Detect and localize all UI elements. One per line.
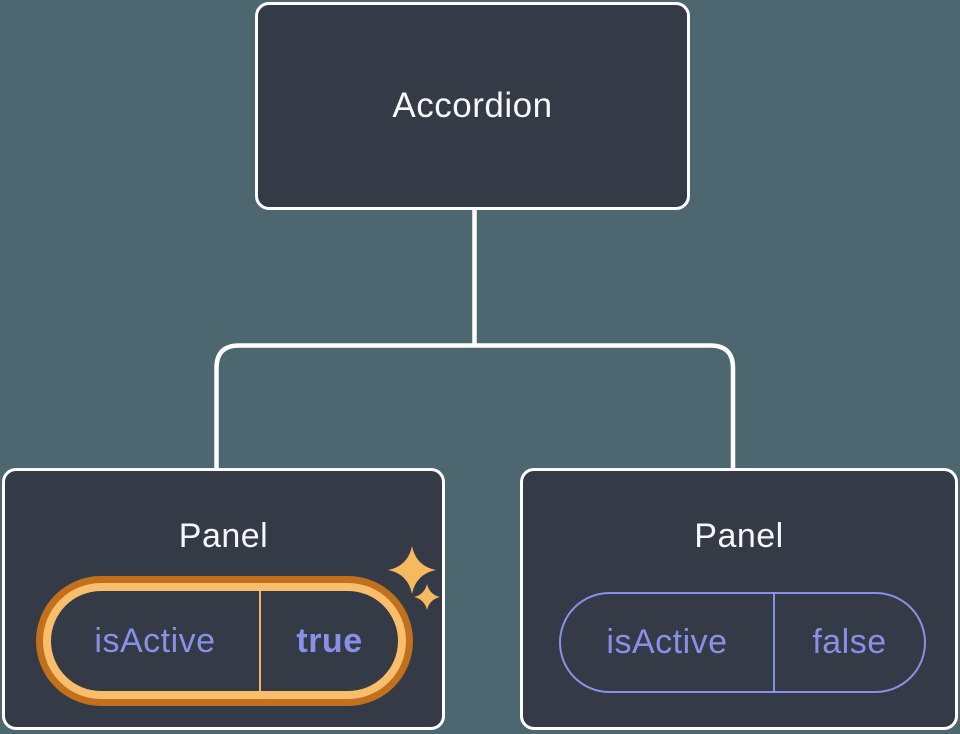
panel-node-inactive: Panel isActive false <box>520 468 958 730</box>
panel-node-label: Panel <box>178 517 269 555</box>
panel-node-label: Panel <box>694 517 784 555</box>
sparkles-icon <box>388 546 440 610</box>
pill-divider <box>259 591 261 691</box>
panel-node-active: Panel isActive true <box>2 468 445 730</box>
prop-value: true <box>296 621 363 660</box>
pill-divider <box>773 594 775 691</box>
state-pill-active: isActive true <box>51 591 398 691</box>
accordion-node: Accordion <box>255 2 690 210</box>
state-pill-inactive: isActive false <box>559 592 926 693</box>
accordion-node-label: Accordion <box>392 86 553 125</box>
prop-value: false <box>812 623 887 661</box>
prop-name: isActive <box>94 621 216 660</box>
prop-name: isActive <box>606 623 728 661</box>
